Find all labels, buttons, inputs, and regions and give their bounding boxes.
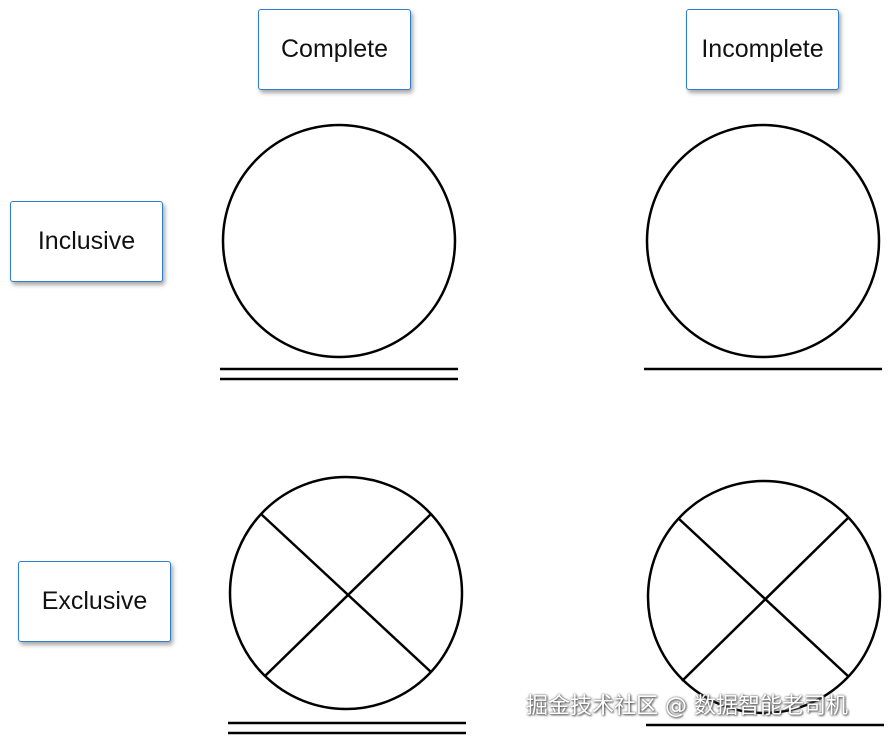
symbol-inclusive-incomplete — [644, 123, 882, 371]
circle-inclusive-complete — [221, 123, 457, 359]
cross-line-b-exclusive-complete — [264, 513, 432, 677]
row-header-exclusive: Exclusive — [18, 561, 171, 642]
row-header-inclusive-text: Inclusive — [37, 227, 136, 255]
cross-line-a-exclusive-incomplete — [677, 517, 850, 678]
symbol-exclusive-incomplete — [646, 479, 884, 727]
column-header-incomplete-text: Incomplete — [701, 35, 824, 63]
column-header-incomplete: Incomplete — [686, 9, 839, 90]
symbol-inclusive-complete — [220, 123, 458, 381]
row-header-inclusive: Inclusive — [10, 201, 163, 282]
row-header-exclusive-text: Exclusive — [41, 587, 148, 615]
column-header-complete-text: Complete — [281, 35, 388, 63]
column-header-complete: Complete — [258, 9, 411, 90]
cross-line-b-exclusive-incomplete — [681, 516, 850, 682]
circle-exclusive-incomplete — [646, 479, 882, 715]
cross-line-a-exclusive-complete — [260, 513, 432, 673]
circle-exclusive-complete — [228, 475, 464, 711]
circle-inclusive-incomplete — [645, 123, 881, 359]
symbol-exclusive-complete — [228, 475, 466, 735]
watermark: 掘金技术社区 @ 数据智能老司机 — [526, 694, 848, 719]
